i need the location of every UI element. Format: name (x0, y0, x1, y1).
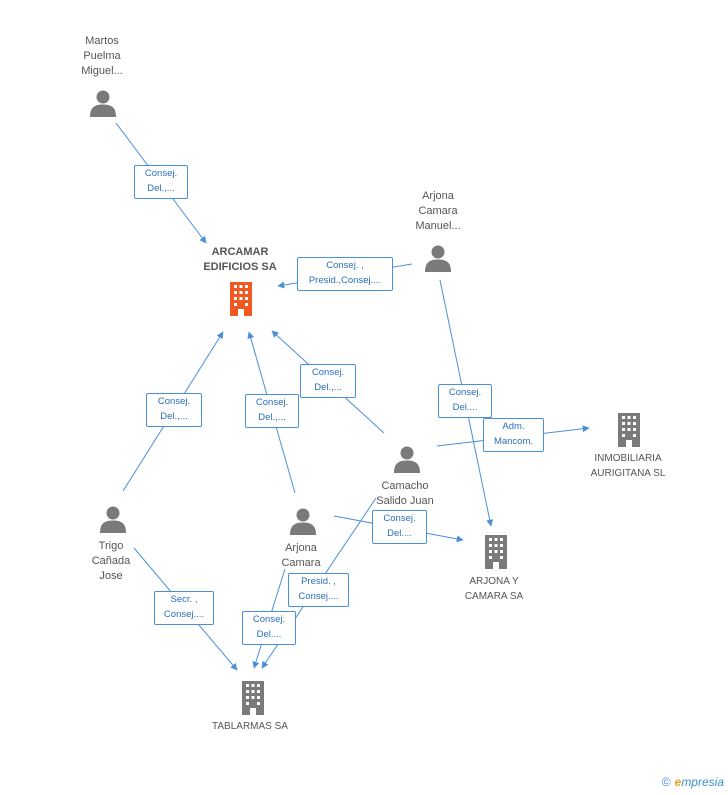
person-trigo-icon[interactable] (100, 506, 126, 534)
company-arjona-sa-label[interactable]: ARJONA Y CAMARA SA (464, 576, 524, 602)
brand-logo-e: e (674, 775, 682, 789)
company-tablarmas-icon[interactable] (242, 681, 264, 715)
edge-label-camacho-tablarmas[interactable]: Presid. , Consej.... (288, 573, 349, 607)
empresia-watermark: ©empresia (662, 775, 724, 789)
company-inmobiliaria-label[interactable]: INMOBILIARIA AURIGITANA SL (590, 453, 666, 479)
edge-label-martos-arcamar[interactable]: Consej. Del.,... (134, 165, 188, 199)
company-arjona-sa-icon[interactable] (485, 535, 507, 569)
edge-label-camacho-inmobiliaria[interactable]: Adm. Mancom. (483, 418, 544, 452)
edge-label-arjonajua-arcamar[interactable]: Consej. Del.,... (245, 394, 299, 428)
company-arcamar-label[interactable]: ARCAMAR EDIFICIOS SA (203, 246, 277, 273)
edge-label-trigo-arcamar[interactable]: Consej. Del.,... (146, 393, 202, 427)
edge-label-arjonamanuel-arjonasa[interactable]: Consej. Del.... (438, 384, 492, 418)
company-tablarmas-label[interactable]: TABLARMAS SA (212, 721, 288, 732)
company-arcamar-icon[interactable] (230, 282, 252, 316)
person-trigo-label[interactable]: Trigo Cañada Jose (91, 540, 131, 582)
person-arjona-manuel-icon[interactable] (425, 245, 451, 273)
edge-label-trigo-tablarmas[interactable]: Secr. , Consej.... (154, 591, 214, 625)
edge-label-camacho-arcamar[interactable]: Consej. Del.,... (300, 364, 356, 398)
company-inmobiliaria-icon[interactable] (618, 413, 640, 447)
edge-label-arjonajua-tablarmas[interactable]: Consej. Del.... (242, 611, 296, 645)
person-arjona-jua-icon[interactable] (290, 508, 316, 536)
person-camacho-label[interactable]: Camacho Salido Juan (376, 480, 434, 507)
person-martos-label[interactable]: Martos Puelma Miguel... (81, 35, 123, 77)
brand-logo-text: mpresia (681, 775, 724, 789)
person-camacho-icon[interactable] (394, 446, 420, 474)
person-arjona-manuel-label[interactable]: Arjona Camara Manuel... (415, 190, 461, 232)
person-martos-icon[interactable] (90, 90, 116, 118)
copyright-symbol: © (661, 775, 671, 789)
edge-label-arjonajua-arjonasa[interactable]: Consej. Del.... (372, 510, 427, 544)
edge-label-arjonamanuel-arcamar[interactable]: Consej. , Presid.,Consej.... (297, 257, 393, 291)
